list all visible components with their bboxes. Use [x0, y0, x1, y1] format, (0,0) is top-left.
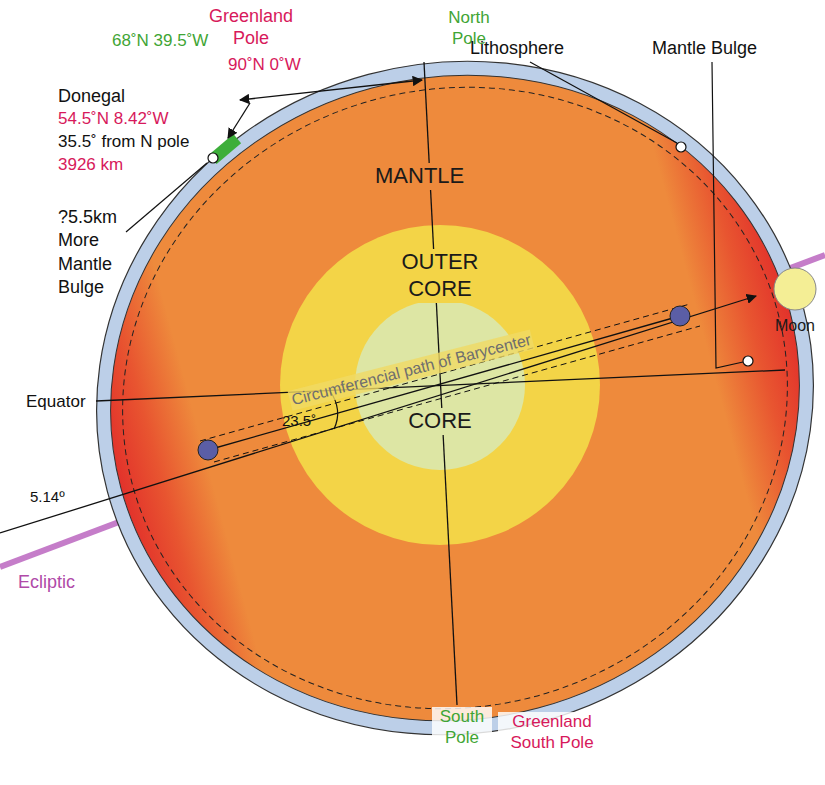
lithosphere-dot — [676, 142, 686, 152]
annotation-label: 5.14º — [30, 488, 65, 506]
leader-line — [712, 62, 743, 368]
moon-orbit-line — [0, 296, 756, 533]
mantle-inner-dashed — [52, 13, 825, 783]
region-label: CORE — [405, 408, 475, 435]
annotation-label: ?5.5km More Mantle Bulge — [58, 206, 130, 300]
annotation-label: Mantle Bulge — [652, 38, 757, 60]
annotation-label: 35.5˚ from N pole — [58, 132, 189, 153]
pointer-arrow — [228, 103, 250, 138]
region-label: MANTLE — [372, 163, 467, 190]
leader-line — [530, 62, 677, 143]
bulge-dot — [743, 356, 753, 366]
annotation-label: Ecliptic — [18, 572, 75, 594]
annotation-label: 90˚N 0˚W — [228, 55, 301, 76]
annotation-label: South Pole — [432, 707, 492, 748]
annotation-label: 54.5˚N 8.42˚W — [58, 109, 169, 130]
annotation-label: 23.5˚ — [282, 412, 316, 430]
distance-arrow — [240, 80, 422, 100]
leader-line — [126, 163, 207, 232]
moon-label: Moon — [775, 316, 815, 336]
region-label: OUTER CORE — [382, 249, 498, 303]
barycenter-path-dashed — [214, 326, 700, 462]
barycenter-path-dashed — [200, 304, 690, 441]
moon-circle — [774, 268, 816, 310]
annotation-label: Lithosphere — [470, 38, 564, 60]
barycenter-dot — [198, 440, 218, 460]
barycenter-dot — [670, 306, 690, 326]
mantle-ellipse — [38, 0, 825, 785]
annotation-label: Greenland Pole — [205, 6, 297, 50]
annotation-label: 3926 km — [58, 155, 123, 176]
annotation-label: 68˚N 39.5˚W — [112, 31, 208, 52]
donegal-marker — [209, 134, 241, 164]
annotation-label: Equator — [26, 392, 86, 413]
mantle-region: MANTLE OUTER CORE CORE — [110, 75, 800, 721]
moon: Moon — [768, 266, 822, 338]
barycenter-line — [208, 316, 680, 450]
lithosphere-shell — [21, 0, 825, 785]
annotation-label: Greenland South Pole — [498, 712, 606, 753]
donegal-dot — [208, 153, 218, 163]
annotation-label: Donegal — [58, 86, 125, 108]
equator-line — [96, 370, 785, 401]
